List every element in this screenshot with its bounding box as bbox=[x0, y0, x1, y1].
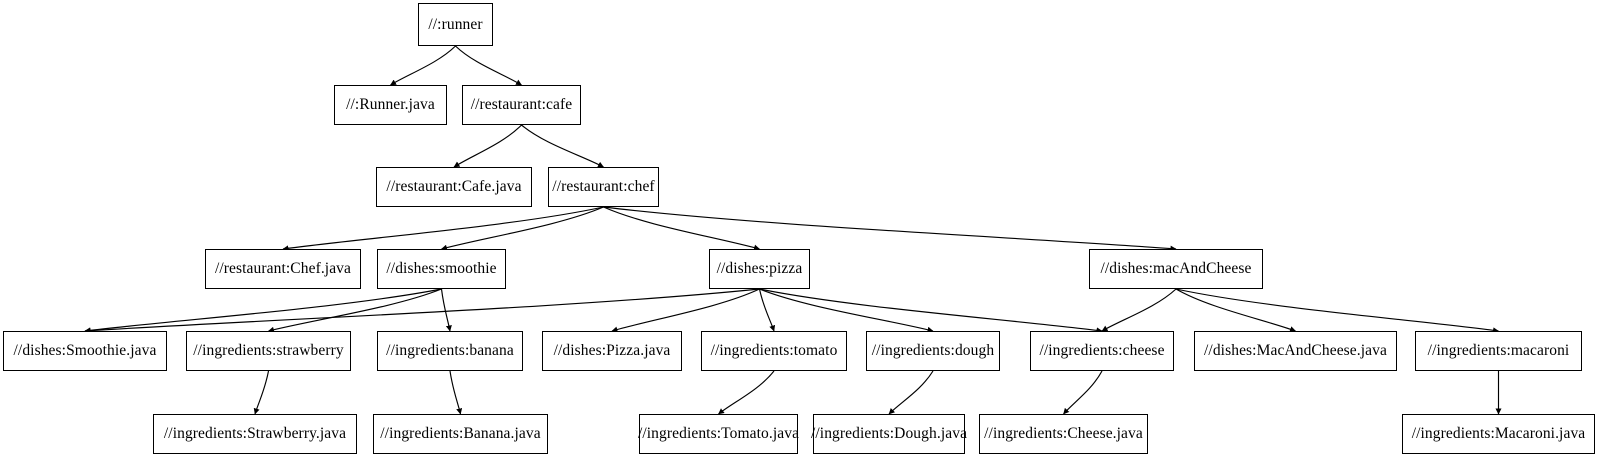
graph-node-dishes_macandcheese[interactable]: //dishes:macAndCheese bbox=[1089, 249, 1263, 289]
graph-edge-dishes_macandcheese-to-dishes_macandcheese_java bbox=[1175, 288, 1296, 332]
graph-node-label: //ingredients:strawberry bbox=[193, 342, 344, 360]
graph-node-ing_strawberry[interactable]: //ingredients:strawberry bbox=[186, 331, 351, 371]
graph-node-label: //ingredients:Macaroni.java bbox=[1411, 425, 1586, 443]
graph-edge-restaurant_chef-to-restaurant_chef_java bbox=[282, 206, 604, 252]
graph-edge-restaurant_chef-to-dishes_pizza bbox=[603, 206, 760, 251]
graph-edge-ing_dough-to-ing_dough_java bbox=[888, 370, 934, 415]
graph-node-label: //ingredients:Banana.java bbox=[380, 425, 541, 443]
graph-node-ing_cheese_java[interactable]: //ingredients:Cheese.java bbox=[979, 414, 1148, 454]
graph-node-restaurant_cafe_java[interactable]: //restaurant:Cafe.java bbox=[376, 167, 532, 207]
graph-edge-restaurant_cafe-to-restaurant_chef bbox=[521, 124, 604, 168]
graph-node-dishes_pizza_java[interactable]: //dishes:Pizza.java bbox=[542, 331, 682, 371]
graph-node-runner_java[interactable]: //:Runner.java bbox=[334, 85, 447, 125]
graph-edge-dishes_macandcheese-to-ing_macaroni bbox=[1175, 288, 1499, 334]
graph-node-label: //dishes:pizza bbox=[716, 260, 803, 278]
graph-node-label: //ingredients:banana bbox=[386, 342, 514, 360]
graph-edge-ing_cheese-to-ing_cheese_java bbox=[1063, 370, 1103, 415]
graph-edge-dishes_macandcheese-to-ing_cheese bbox=[1101, 288, 1177, 332]
graph-node-label: //ingredients:macaroni bbox=[1427, 342, 1570, 360]
graph-node-label: //dishes:smoothie bbox=[386, 260, 497, 278]
graph-node-ing_macaroni[interactable]: //ingredients:macaroni bbox=[1415, 331, 1582, 371]
graph-node-label: //dishes:MacAndCheese.java bbox=[1204, 342, 1387, 360]
graph-edge-dishes_pizza-to-dishes_smoothie_java bbox=[84, 288, 760, 334]
graph-node-ing_tomato[interactable]: //ingredients:tomato bbox=[701, 331, 847, 371]
graph-edge-runner-to-runner_java bbox=[390, 45, 456, 86]
graph-node-label: //dishes:Pizza.java bbox=[553, 342, 671, 360]
graph-node-ing_banana[interactable]: //ingredients:banana bbox=[377, 331, 523, 371]
graph-node-ing_tomato_java[interactable]: //ingredients:Tomato.java bbox=[637, 414, 800, 454]
graph-node-restaurant_cafe[interactable]: //restaurant:cafe bbox=[462, 85, 581, 125]
graph-node-ing_banana_java[interactable]: //ingredients:Banana.java bbox=[373, 414, 548, 454]
graph-node-label: //restaurant:Cafe.java bbox=[386, 178, 522, 196]
graph-node-runner[interactable]: //:runner bbox=[418, 3, 493, 46]
graph-node-restaurant_chef[interactable]: //restaurant:chef bbox=[548, 167, 659, 207]
graph-edge-restaurant_cafe-to-restaurant_cafe_java bbox=[453, 124, 522, 168]
graph-node-ing_dough_java[interactable]: //ingredients:Dough.java bbox=[810, 414, 968, 454]
graph-node-label: //ingredients:cheese bbox=[1039, 342, 1165, 360]
graph-node-label: //ingredients:Cheese.java bbox=[984, 425, 1143, 443]
graph-node-dishes_macandcheese_java[interactable]: //dishes:MacAndCheese.java bbox=[1194, 331, 1397, 371]
graph-node-label: //:runner bbox=[428, 15, 483, 33]
graph-node-dishes_pizza[interactable]: //dishes:pizza bbox=[709, 249, 810, 289]
graph-node-label: //dishes:Smoothie.java bbox=[13, 342, 157, 360]
graph-edge-dishes_smoothie-to-ing_banana bbox=[440, 288, 452, 332]
graph-node-label: //restaurant:Chef.java bbox=[214, 260, 352, 278]
graph-edge-dishes_pizza-to-dishes_pizza_java bbox=[611, 288, 760, 333]
graph-node-label: //ingredients:Dough.java bbox=[810, 425, 968, 443]
graph-edge-dishes_pizza-to-ing_tomato bbox=[758, 288, 776, 332]
graph-edge-ing_strawberry-to-ing_strawberry_java bbox=[253, 370, 270, 415]
graph-node-dishes_smoothie[interactable]: //dishes:smoothie bbox=[377, 249, 506, 289]
graph-edge-ing_banana-to-ing_banana_java bbox=[449, 370, 463, 415]
graph-edge-dishes_pizza-to-ing_dough bbox=[759, 288, 934, 333]
graph-node-label: //ingredients:dough bbox=[871, 342, 995, 360]
graph-node-ing_dough[interactable]: //ingredients:dough bbox=[866, 331, 1000, 371]
graph-edge-restaurant_chef-to-dishes_smoothie bbox=[441, 206, 604, 251]
graph-edge-runner-to-restaurant_cafe bbox=[455, 45, 522, 86]
graph-edge-dishes_pizza-to-ing_cheese bbox=[759, 288, 1103, 334]
graph-node-label: //restaurant:cafe bbox=[470, 96, 573, 114]
graph-node-label: //ingredients:Tomato.java bbox=[637, 425, 800, 443]
graph-edge-dishes_smoothie-to-dishes_smoothie_java bbox=[84, 288, 442, 334]
graph-node-label: //restaurant:chef bbox=[552, 178, 655, 196]
graph-node-ing_strawberry_java[interactable]: //ingredients:Strawberry.java bbox=[153, 414, 357, 454]
graph-node-label: //:Runner.java bbox=[346, 96, 435, 114]
graph-node-label: //dishes:macAndCheese bbox=[1100, 260, 1252, 278]
graph-node-restaurant_chef_java[interactable]: //restaurant:Chef.java bbox=[205, 249, 361, 289]
graph-node-dishes_smoothie_java[interactable]: //dishes:Smoothie.java bbox=[3, 331, 167, 371]
graph-node-ing_macaroni_java[interactable]: //ingredients:Macaroni.java bbox=[1402, 414, 1595, 454]
graph-edge-dishes_smoothie-to-ing_strawberry bbox=[268, 288, 442, 333]
graph-edge-restaurant_chef-to-dishes_macandcheese bbox=[603, 206, 1177, 252]
graph-node-ing_cheese[interactable]: //ingredients:cheese bbox=[1030, 331, 1174, 371]
graph-node-label: //ingredients:tomato bbox=[710, 342, 838, 360]
graph-node-label: //ingredients:Strawberry.java bbox=[163, 425, 347, 443]
graph-edge-ing_tomato-to-ing_tomato_java bbox=[718, 370, 775, 415]
